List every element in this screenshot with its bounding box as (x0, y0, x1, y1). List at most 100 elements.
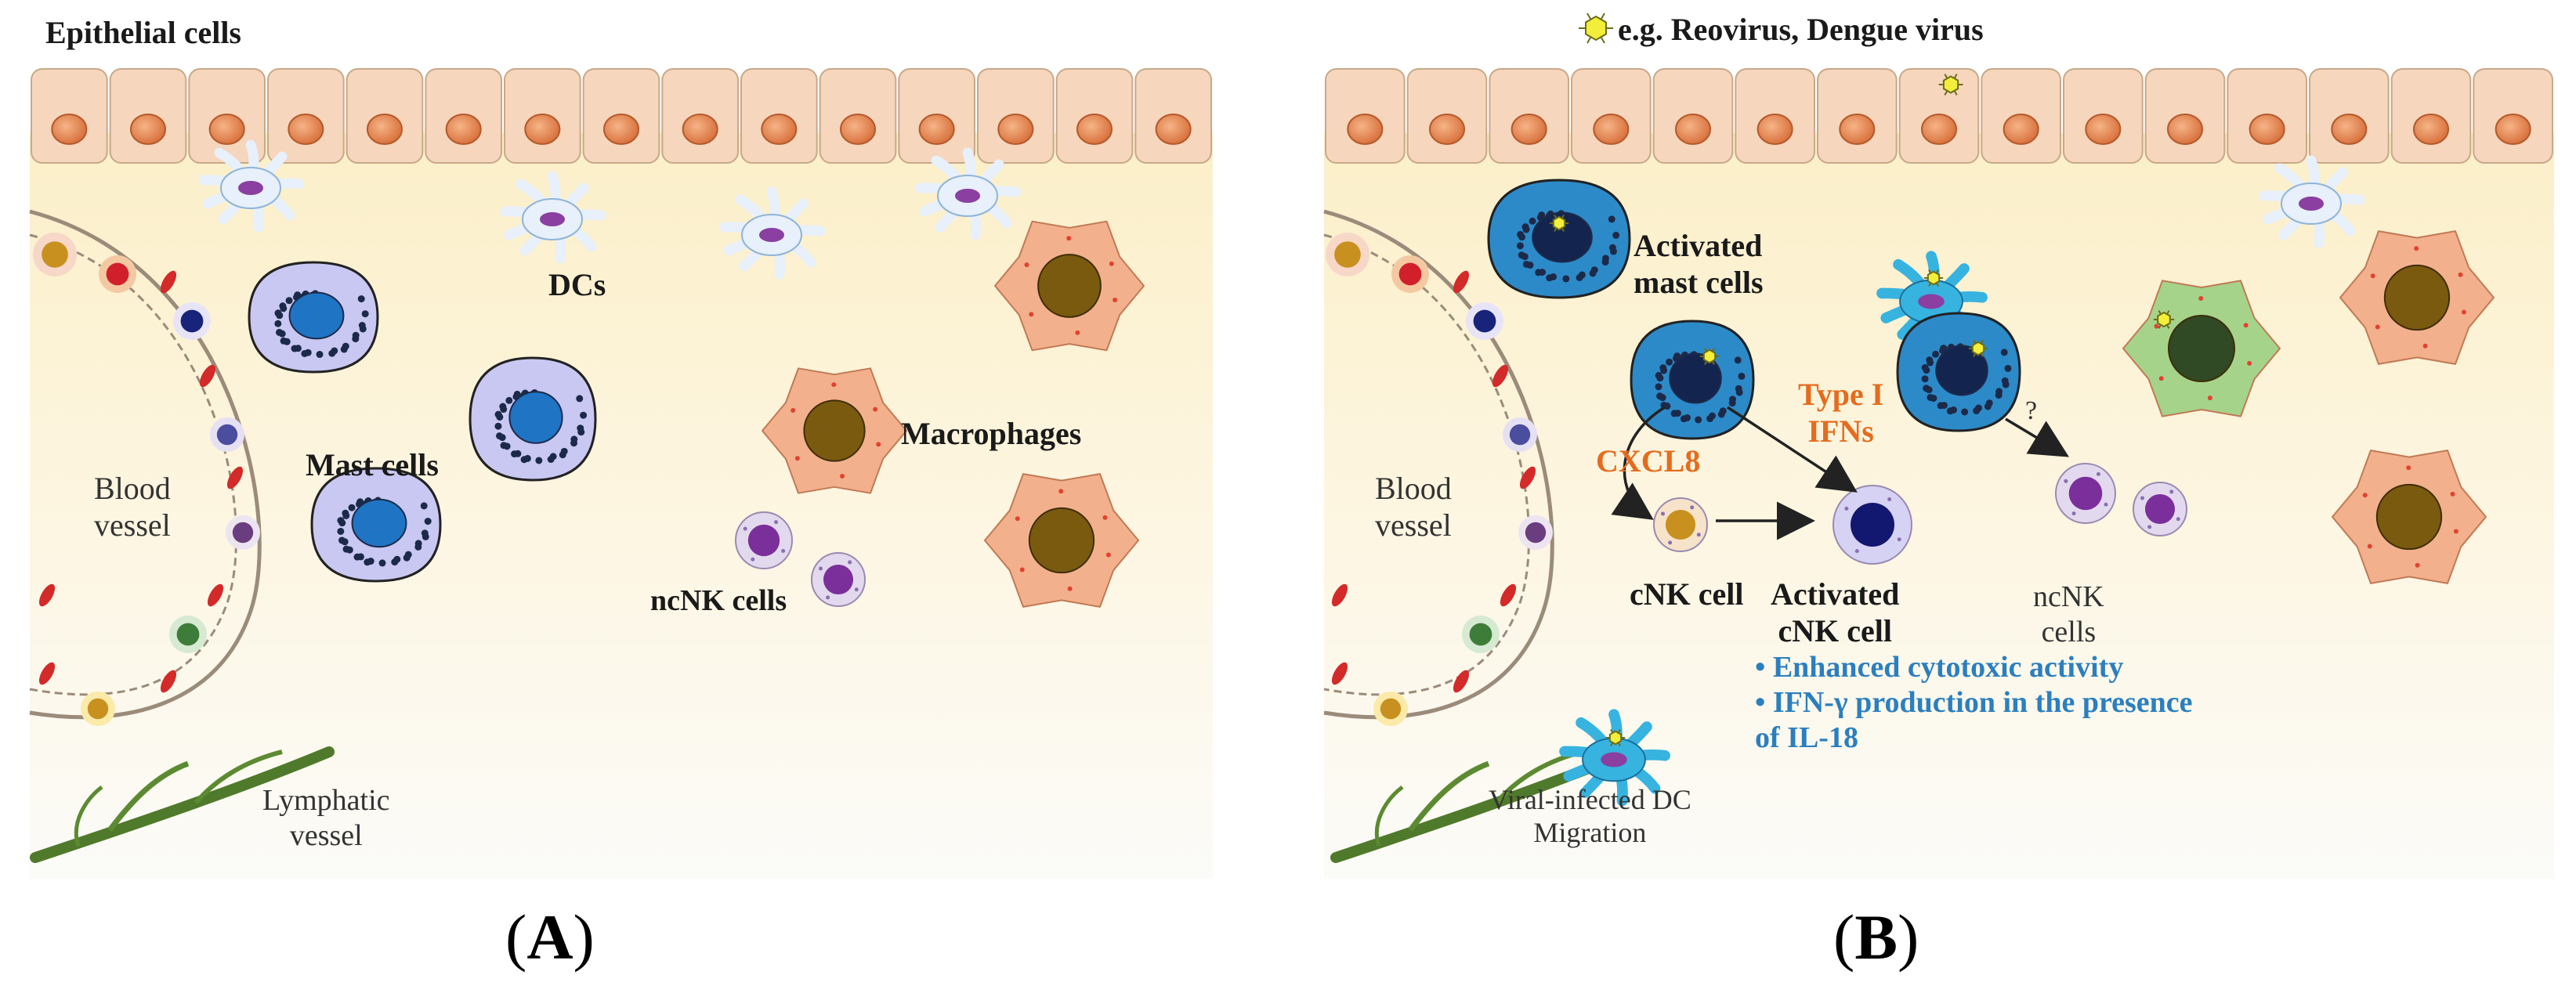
red-blood-cell (1453, 670, 1470, 693)
effect-item: • Enhanced cytotoxic activity (1755, 651, 2124, 684)
dendritic-cell (719, 186, 826, 280)
mast-cells-label: Mast cells (306, 447, 439, 482)
epithelial-cell (1055, 68, 1134, 164)
activated-mast-cell (1896, 312, 2021, 432)
dendritic-cell (500, 171, 606, 264)
red-blood-cell (199, 364, 216, 388)
effect-item: of IL-18 (1755, 721, 1858, 754)
blood-cell (210, 417, 244, 452)
red-blood-cell (1331, 583, 1348, 607)
cxcl8-label: CXCL8 (1596, 443, 1701, 479)
epithelial-cell (1735, 68, 1815, 164)
dendritic-cell (198, 139, 305, 233)
virus-icon (1923, 269, 1944, 287)
effect-item: • IFN-γ production in the presence (1755, 685, 2193, 719)
virus-icon (1699, 348, 1720, 365)
blood-cell (169, 616, 207, 653)
epithelial-cell (2309, 68, 2390, 164)
unknown-link-label: ? (2025, 396, 2038, 425)
ncnk-cell (2055, 463, 2116, 524)
blood-cells (33, 233, 260, 726)
macrophages (2122, 230, 2495, 584)
panel-b-illustration (1323, 13, 2554, 879)
macrophage (994, 220, 1145, 352)
epithelial-cell (1489, 68, 1569, 164)
epithelial-cell (819, 68, 897, 164)
blood-vessel (29, 209, 262, 720)
ncnk-cells (735, 511, 866, 607)
macrophage (762, 367, 907, 494)
epithelial-cells-label: Epithelial cells (45, 15, 241, 50)
virus-icon (2153, 310, 2175, 329)
macrophage (2339, 230, 2495, 365)
panel-a-letter: (A) (505, 901, 595, 973)
virus-icon (1549, 215, 1569, 232)
epithelial-cell (740, 68, 818, 164)
macrophage (984, 473, 1139, 608)
virus-examples-label: e.g. Reovirus, Dengue virus (1618, 12, 1984, 47)
mast-cells (248, 261, 597, 583)
red-blood-cell (38, 583, 56, 607)
epithelial-cell (504, 68, 581, 164)
red-blood-cell (1519, 466, 1536, 489)
red-blood-cell (160, 670, 177, 693)
epithelial-cell (1571, 68, 1652, 164)
epithelial-cell (346, 68, 424, 164)
epithelial-cell (425, 68, 502, 164)
blood-cell (173, 302, 211, 340)
arrows (1611, 406, 2070, 540)
panel-b-letter: (B) (1833, 901, 1919, 973)
epithelial-cell (661, 68, 739, 164)
epithelial-cell (1652, 68, 1734, 164)
nk-cell (735, 511, 793, 569)
epithelial-cell (267, 68, 345, 164)
cnk-cell-label: cNK cell (1630, 576, 1744, 612)
mast-cell (469, 356, 597, 482)
dendritic-cell (915, 147, 1022, 240)
dendritic-cell (2259, 155, 2365, 248)
effect-list: • Enhanced cytotoxic activity • IFN-γ pr… (1755, 650, 2193, 755)
epithelial-cell (2390, 68, 2472, 164)
red-blood-cell (1453, 270, 1470, 294)
red-blood-cell (1500, 583, 1517, 607)
panel-a-illustration (29, 68, 1213, 879)
virus-icon (1605, 729, 1626, 746)
blood-cell (1373, 692, 1408, 726)
mast-cell (248, 261, 379, 374)
activated-mast-cell (1487, 179, 1631, 299)
blood-cell (99, 255, 136, 293)
nk-cells (1653, 463, 2187, 565)
red-blood-cell (226, 466, 244, 489)
epithelial-cell (31, 68, 108, 164)
blood-vessel (1323, 209, 1554, 720)
ncnk-cells-label: ncNK cells (650, 584, 787, 617)
epithelial-cell (109, 68, 187, 164)
macrophages (762, 220, 1145, 608)
activated-mast-cell (1630, 320, 1755, 440)
epithelial-cell (2227, 68, 2308, 164)
blood-cell (1391, 255, 1429, 293)
blood-cell (226, 515, 260, 550)
epithelial-cell (1325, 68, 1406, 164)
blood-cell (1462, 616, 1500, 653)
macrophage (2332, 450, 2487, 584)
epithelial-cell (898, 68, 976, 164)
ncnk-cell (2133, 482, 2187, 536)
blood-cell (1466, 302, 1503, 340)
epithelial-cell (2063, 68, 2144, 164)
blood-cell (1326, 233, 1369, 276)
blood-cell (81, 692, 115, 726)
epithelial-cell (1981, 68, 2061, 164)
macrophages-label: Macrophages (901, 416, 1082, 451)
red-blood-cell (1492, 364, 1509, 388)
virus-icon (1579, 13, 1613, 44)
epithelial-cell (1898, 68, 1980, 164)
